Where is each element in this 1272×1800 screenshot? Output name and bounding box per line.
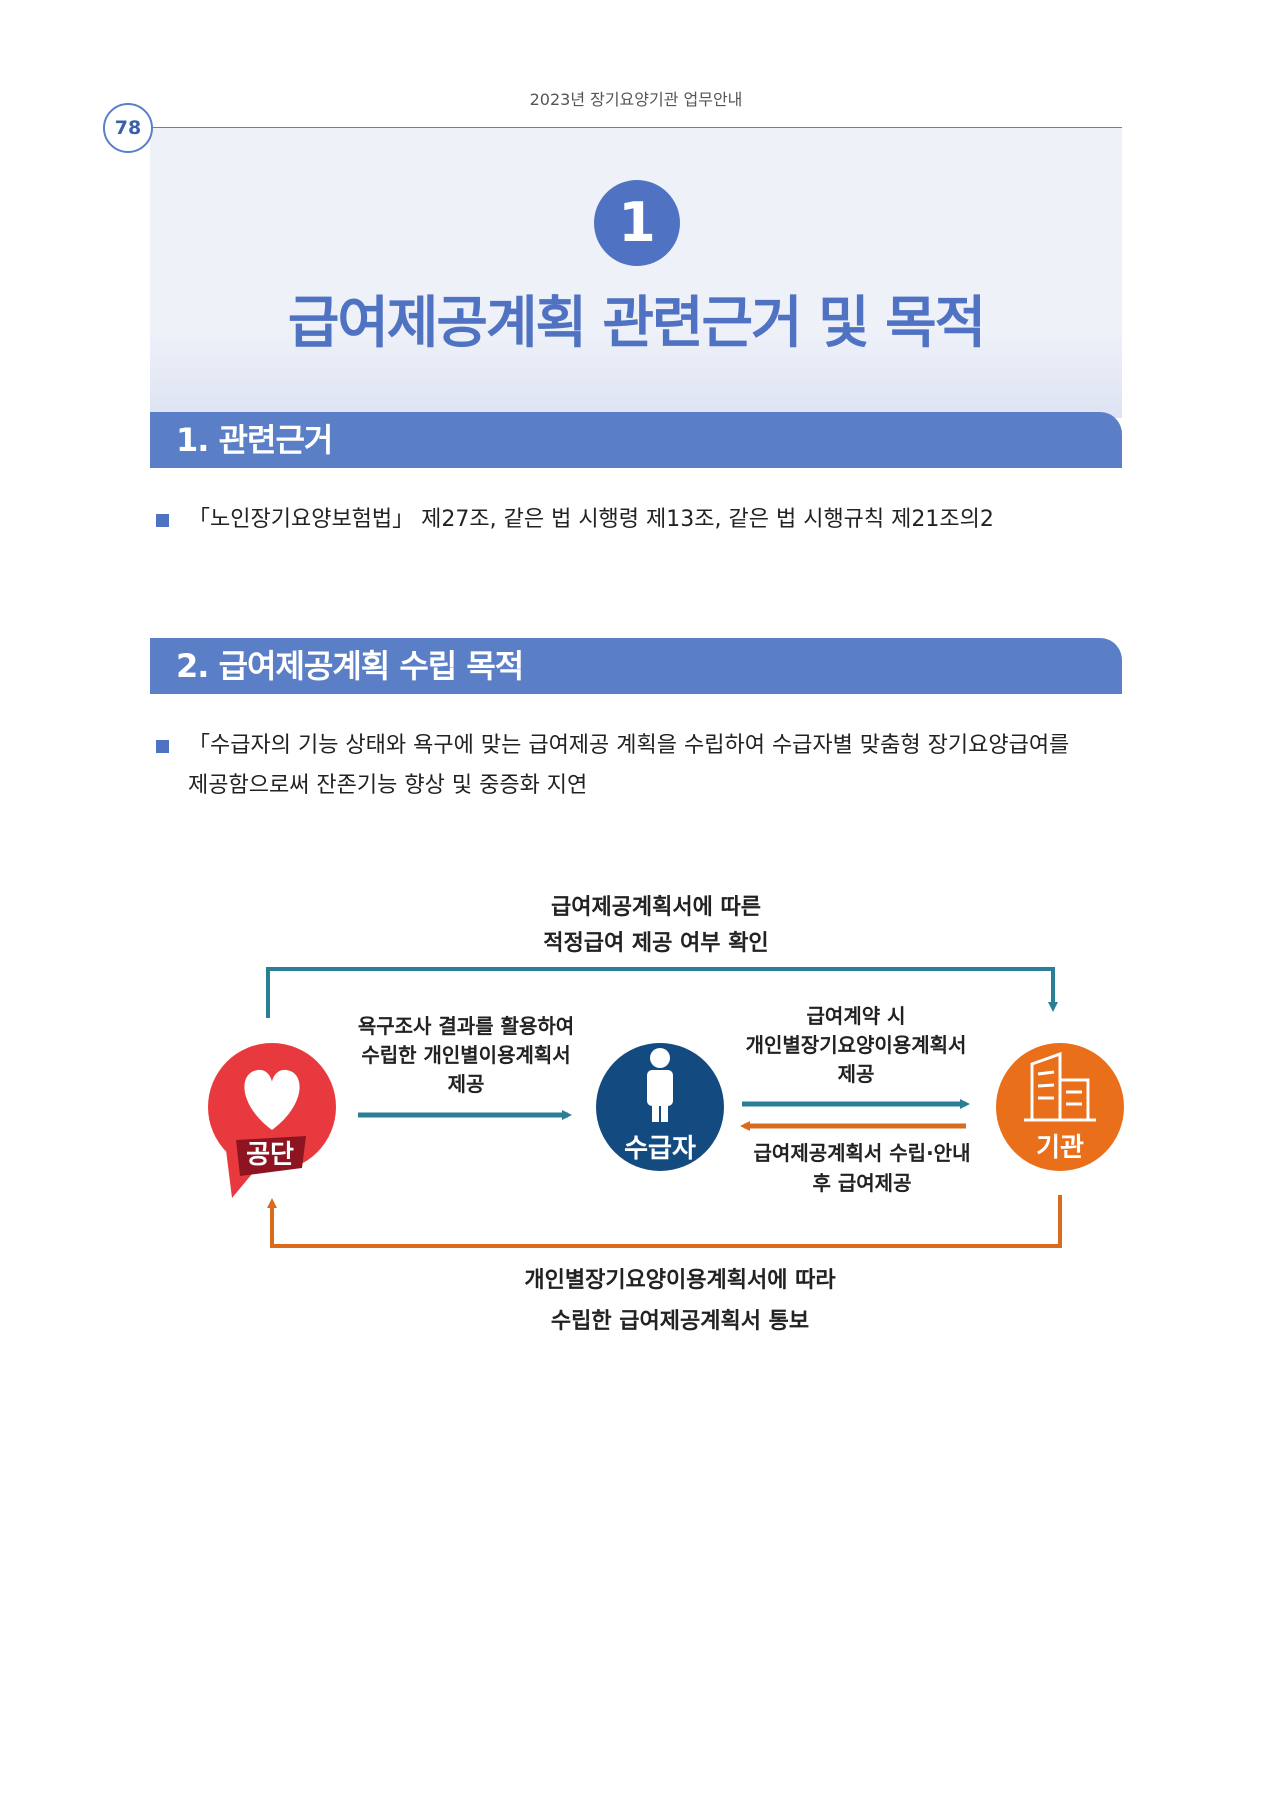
building-icon xyxy=(1024,1051,1096,1122)
person-icon xyxy=(647,1048,673,1122)
right-top-label-1: 급여계약 시 xyxy=(807,1004,906,1028)
node-recipient-label: 수급자 xyxy=(624,1134,696,1164)
right-top-label-2: 개인별장기요양이용계획서 xyxy=(746,1033,967,1057)
running-head: 2023년 장기요양기관 업무안내 xyxy=(529,90,743,109)
bullet-square-icon xyxy=(156,514,169,527)
node-gongdan-label: 공단 xyxy=(246,1140,294,1170)
bottom-notify-arrow xyxy=(267,1195,1062,1248)
bottom-label-line-1: 개인별장기요양이용계획서에 따라 xyxy=(524,1268,836,1293)
chapter-banner xyxy=(150,128,1122,418)
top-feedback-arrow xyxy=(266,967,1058,1018)
section-2-bullet: 「수급자의 기능 상태와 욕구에 맞는 급여제공 계획을 수립하여 수급자별 맞… xyxy=(156,726,1122,806)
top-label-line-1: 급여제공계획서에 따른 xyxy=(551,895,761,920)
header-rule xyxy=(150,127,1122,128)
chapter-number-badge: 1 xyxy=(594,180,680,266)
section-2-heading: 2. 급여제공계획 수립 목적 xyxy=(150,638,1122,694)
node-institution-label: 기관 xyxy=(1036,1133,1084,1163)
right-top-label-3: 제공 xyxy=(838,1062,875,1086)
right-bottom-label-1: 급여제공계획서 수립·안내 xyxy=(754,1141,971,1165)
node-institution: 기관 xyxy=(996,1043,1124,1171)
top-label-line-2: 적정급여 제공 여부 확인 xyxy=(543,931,768,956)
section-1-bullet: 「노인장기요양보험법」 제27조, 같은 법 시행령 제13조, 같은 법 시행… xyxy=(156,500,1122,540)
section-2-bullet-line-2: 제공함으로써 잔존기능 향상 및 중증화 지연 xyxy=(188,773,588,798)
page-number: 78 xyxy=(103,103,153,153)
section-1-heading: 1. 관련근거 xyxy=(150,412,1122,468)
left-arrow-label-1: 욕구조사 결과를 활용하여 xyxy=(358,1014,574,1038)
right-bottom-label-2: 후 급여제공 xyxy=(813,1171,912,1195)
bottom-label-line-2: 수립한 급여제공계획서 통보 xyxy=(551,1309,809,1334)
section-1-bullet-text: 「노인장기요양보험법」 제27조, 같은 법 시행령 제13조, 같은 법 시행… xyxy=(188,507,994,532)
chapter-title: 급여제공계획 관련근거 및 목적 xyxy=(287,291,986,356)
section-2-bullet-line-1: 「수급자의 기능 상태와 욕구에 맞는 급여제공 계획을 수립하여 수급자별 맞… xyxy=(188,733,1070,758)
node-gongdan: 공단 xyxy=(208,1043,336,1198)
heart-icon xyxy=(244,1069,300,1130)
left-arrow-label-3: 제공 xyxy=(448,1072,485,1096)
bullet-square-icon xyxy=(156,740,169,753)
node-recipient: 수급자 xyxy=(596,1043,724,1171)
left-arrow-label-2: 수립한 개인별이용계획서 xyxy=(361,1043,570,1067)
